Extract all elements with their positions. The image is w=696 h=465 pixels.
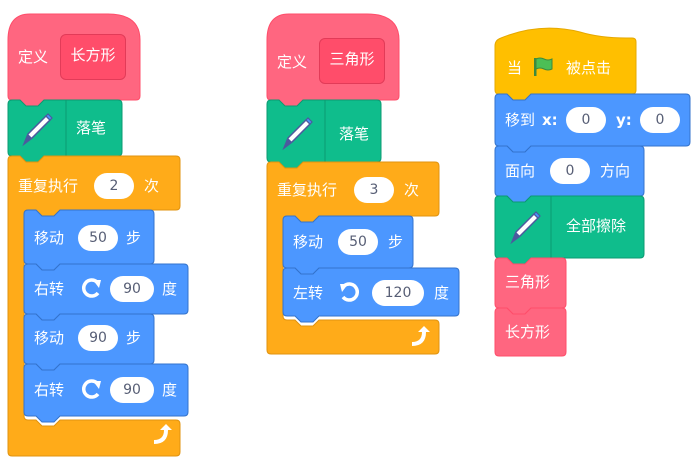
pen-down-label: 落笔 xyxy=(339,125,370,143)
define-label: 定义 xyxy=(277,53,308,71)
direction-input[interactable]: 0 xyxy=(550,158,590,184)
repeat-count-input[interactable]: 3 xyxy=(354,177,394,203)
goto-label: 移到 xyxy=(505,111,536,129)
define-name-prototype[interactable]: 三角形 xyxy=(319,38,385,84)
pen-icon xyxy=(510,211,541,245)
goto-x-input[interactable]: 0 xyxy=(566,107,606,133)
repeat-count-input[interactable]: 2 xyxy=(94,173,134,199)
move-steps-input[interactable]: 50 xyxy=(338,229,378,255)
repeat-suffix: 次 xyxy=(404,181,420,199)
turn-suffix: 度 xyxy=(434,284,450,302)
loop-arrow-icon xyxy=(412,326,430,346)
pen-down-label: 落笔 xyxy=(76,119,107,137)
turn-suffix: 度 xyxy=(162,280,178,298)
goto-y-input[interactable]: 0 xyxy=(640,107,680,133)
goto-y-label: y: xyxy=(616,111,632,129)
repeat-suffix: 次 xyxy=(144,177,160,195)
repeat-label: 重复执行 xyxy=(277,181,338,199)
hat-suffix: 被点击 xyxy=(566,59,612,77)
repeat-label: 重复执行 xyxy=(18,177,79,195)
turn-label: 右转 xyxy=(34,280,65,298)
move-steps-input[interactable]: 50 xyxy=(78,225,118,251)
rotate-right-icon xyxy=(82,379,101,399)
move-steps-input[interactable]: 90 xyxy=(78,325,118,351)
hat-prefix: 当 xyxy=(507,59,523,77)
loop-arrow-icon xyxy=(154,424,172,444)
call-rectangle-label: 长方形 xyxy=(505,323,551,341)
turn-degrees-input[interactable]: 120 xyxy=(372,280,424,306)
point-suffix: 方向 xyxy=(600,162,631,180)
move-suffix: 步 xyxy=(126,229,142,247)
move-suffix: 步 xyxy=(126,329,142,347)
green-flag-icon xyxy=(534,57,553,76)
define-label: 定义 xyxy=(18,48,49,66)
turn-label: 右转 xyxy=(34,381,65,399)
turn-label: 左转 xyxy=(293,284,324,302)
define-name-prototype[interactable]: 长方形 xyxy=(60,34,126,80)
erase-all-label: 全部擦除 xyxy=(566,217,627,235)
move-suffix: 步 xyxy=(388,233,404,251)
turn-suffix: 度 xyxy=(162,381,178,399)
move-label: 移动 xyxy=(293,233,324,251)
turn-degrees-input[interactable]: 90 xyxy=(110,276,154,302)
rotate-left-icon xyxy=(340,282,359,302)
turn-degrees-input[interactable]: 90 xyxy=(110,377,154,403)
goto-x-label: x: xyxy=(542,111,558,129)
move-label: 移动 xyxy=(34,229,65,247)
call-triangle-label: 三角形 xyxy=(505,273,551,291)
point-label: 面向 xyxy=(505,162,536,180)
pen-icon xyxy=(22,113,53,147)
rotate-right-icon xyxy=(82,278,101,298)
move-label: 移动 xyxy=(34,329,65,347)
pen-icon xyxy=(282,117,313,151)
